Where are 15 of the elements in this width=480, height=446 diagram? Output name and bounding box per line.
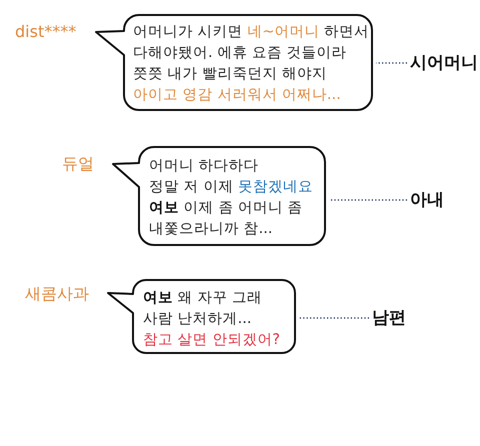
leader-line bbox=[299, 317, 369, 319]
speech-bubble bbox=[110, 145, 327, 247]
speech-bubble bbox=[93, 13, 374, 112]
comment-text: 어머니가 시키면 네~어머니 하면서 다해야됐어. 에휴 요즘 것들이라 쯧쯧 내가 빨리죽던지 해야지 아이고 영감 서러워서 어쩌나... bbox=[133, 22, 370, 105]
comment-text: 어머니 하다하다 정말 저 이제 못참겠네요 여보 이제 좀 어머니 좀 내쫓으라니까 참... bbox=[149, 156, 313, 239]
role-label: 남편 bbox=[372, 307, 406, 329]
leader-line bbox=[329, 199, 407, 201]
role-label: 시어머니 bbox=[410, 52, 478, 74]
comment-text: 여보 왜 자꾸 그래 사람 난처하게... 참고 살면 안되겠어? bbox=[143, 288, 280, 350]
username-label: 듀얼 bbox=[62, 153, 94, 175]
speech-bubble bbox=[105, 278, 297, 355]
role-label: 아내 bbox=[410, 189, 444, 211]
username-label: 새콤사과 bbox=[25, 283, 89, 305]
username-label: dist**** bbox=[15, 21, 76, 43]
leader-line bbox=[376, 62, 407, 64]
